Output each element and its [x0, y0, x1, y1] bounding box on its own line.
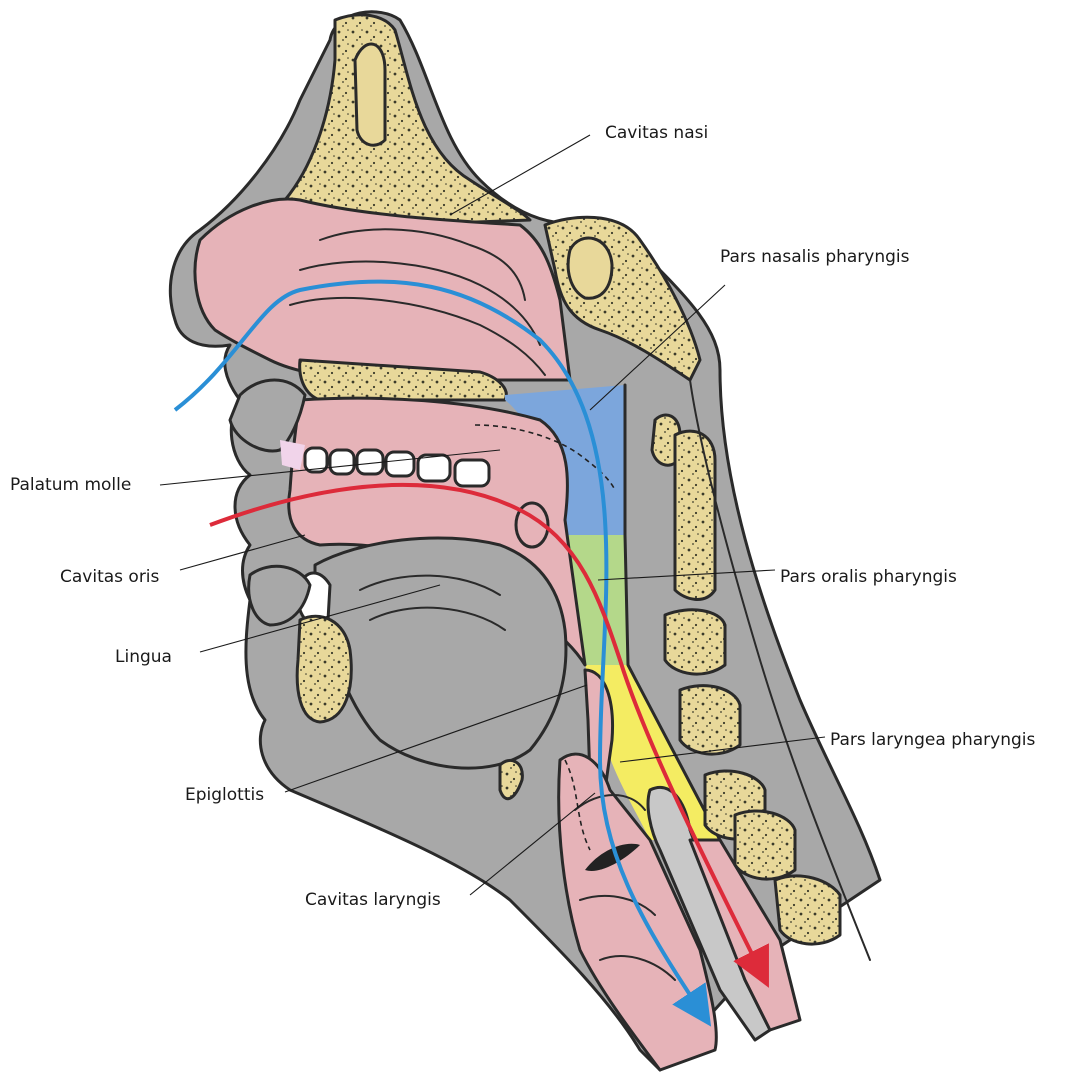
label-palatum-molle: Palatum molle — [10, 475, 131, 495]
tooth-upper-4 — [386, 452, 414, 476]
sphenoid-sinus — [568, 238, 612, 298]
tooth-upper-5 — [418, 455, 450, 481]
vertebra-c4 — [680, 686, 740, 754]
label-cavitas-laryngis: Cavitas laryngis — [305, 890, 441, 910]
vertebra-c3 — [665, 610, 725, 674]
vertebra-c6 — [735, 811, 795, 879]
label-pars-nasalis: Pars nasalis pharyngis — [720, 247, 910, 267]
frontal-sinus-bone — [355, 44, 385, 145]
vertebra-c7 — [775, 876, 840, 944]
label-cavitas-nasi: Cavitas nasi — [605, 123, 708, 143]
tooth-upper-2 — [330, 450, 354, 474]
label-pars-laryngea: Pars laryngea pharyngis — [830, 730, 1036, 750]
label-cavitas-oris: Cavitas oris — [60, 567, 160, 587]
tooth-upper-6 — [455, 460, 489, 486]
label-lingua: Lingua — [115, 647, 172, 667]
mandible-bone — [297, 616, 351, 722]
label-epiglottis: Epiglottis — [185, 785, 264, 805]
label-pars-oralis: Pars oralis pharyngis — [780, 567, 957, 587]
